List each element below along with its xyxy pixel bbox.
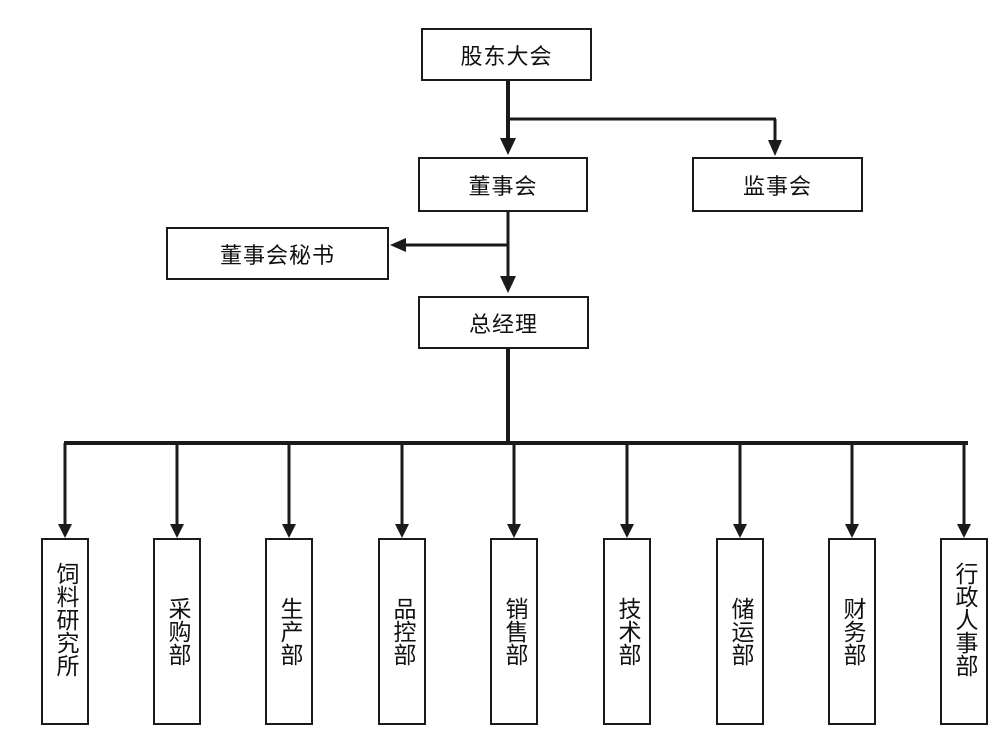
department-label: 饲料研究所 [52,562,78,677]
board-secretary-label: 董事会秘书 [219,243,335,269]
dept-arrowhead-6 [733,524,747,538]
department-box: 品控部 [378,538,426,725]
department-box: 生产部 [265,538,313,725]
supervisory-board-label: 监事会 [742,174,812,200]
department-label: 技术部 [614,597,640,666]
department-box: 采购部 [153,538,201,725]
department-label: 生产部 [276,597,302,666]
department-box: 销售部 [490,538,538,725]
shareholders-meeting-label: 股东大会 [460,44,553,70]
department-box: 财务部 [828,538,876,725]
board-of-directors-box: 董事会 [418,157,588,212]
board-secretary-box: 董事会秘书 [166,227,389,280]
arrowhead-supervisory [768,140,782,156]
arrowhead-secretary [390,238,406,252]
department-box: 行政人事部 [940,538,988,725]
dept-arrowhead-5 [620,524,634,538]
department-label: 财务部 [839,597,865,666]
department-label: 行政人事部 [951,562,977,677]
department-box: 储运部 [716,538,764,725]
arrowhead-board [500,138,516,155]
dept-arrowhead-7 [845,524,859,538]
dept-arrowhead-1 [170,524,184,538]
dept-arrowhead-0 [58,524,72,538]
board-of-directors-label: 董事会 [468,174,538,200]
dept-arrowhead-3 [395,524,409,538]
dept-arrowhead-2 [282,524,296,538]
department-box: 饲料研究所 [41,538,89,725]
general-manager-label: 总经理 [468,312,538,338]
general-manager-box: 总经理 [418,296,589,349]
department-box: 技术部 [603,538,651,725]
arrowhead-gm [500,276,516,293]
dept-arrowhead-4 [507,524,521,538]
dept-arrowhead-8 [957,524,971,538]
shareholders-meeting-box: 股东大会 [421,28,592,81]
department-label: 销售部 [501,597,527,666]
department-label: 采购部 [164,597,190,666]
department-label: 储运部 [727,597,753,666]
supervisory-board-box: 监事会 [692,157,863,212]
department-label: 品控部 [389,597,415,666]
